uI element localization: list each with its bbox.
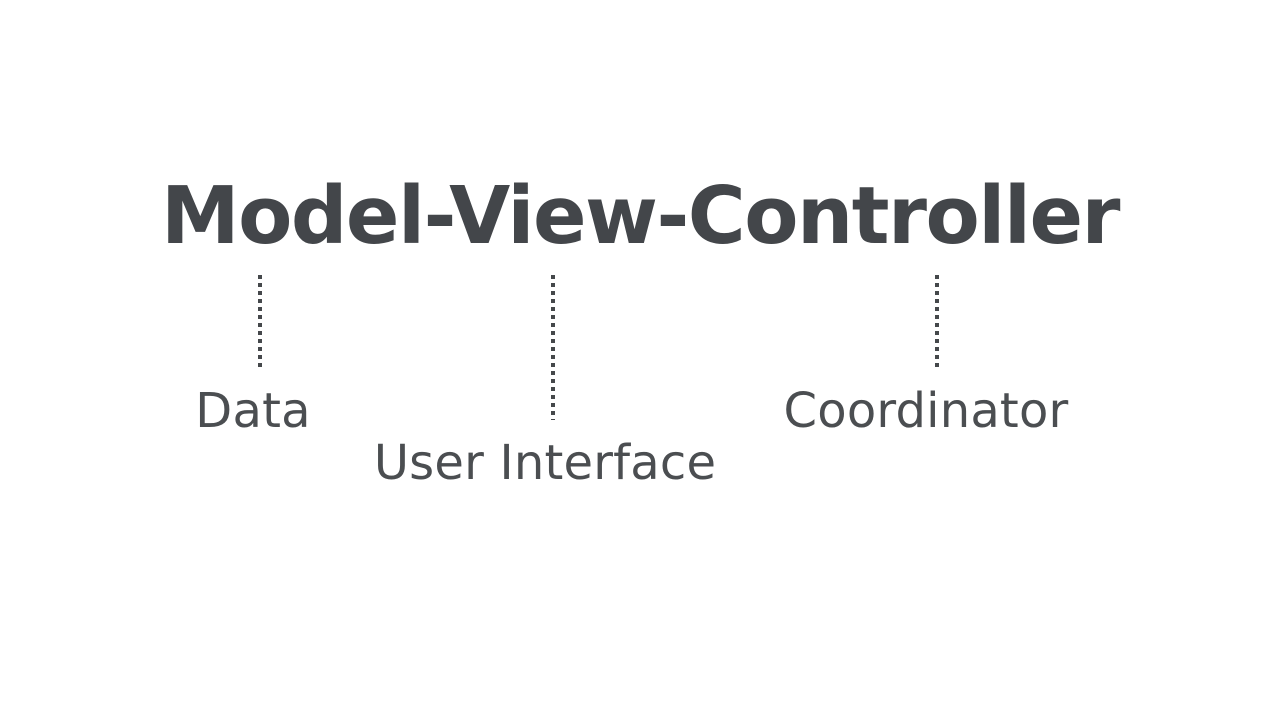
label-view-user-interface: User Interface xyxy=(373,435,717,491)
label-model-data: Data xyxy=(195,383,311,439)
connector-line-view xyxy=(551,275,555,420)
connector-line-model xyxy=(258,275,262,368)
label-controller-coordinator: Coordinator xyxy=(783,383,1069,439)
connector-line-controller xyxy=(935,275,939,368)
page-title: Model-View-Controller xyxy=(160,170,1121,262)
